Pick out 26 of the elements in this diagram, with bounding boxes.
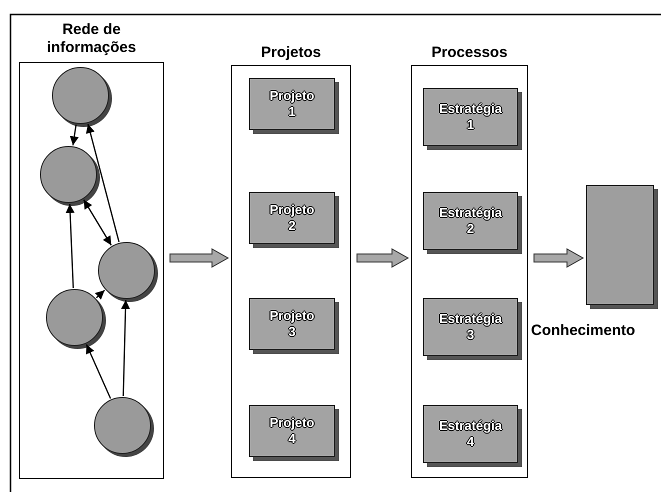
card-label: Estratégia 4	[439, 418, 502, 450]
card-label: Projeto 1	[270, 88, 314, 120]
panel-heading: Processos	[430, 44, 508, 62]
arrow	[66, 204, 75, 288]
arrow	[86, 124, 120, 242]
arrow	[121, 300, 130, 396]
arrow	[86, 344, 112, 399]
node-label: Conhecimento	[531, 322, 636, 340]
card-label: Estratégia 2	[439, 205, 502, 237]
card-label: Projeto 4	[270, 415, 314, 447]
network-node-circle	[46, 289, 103, 346]
arrow	[83, 199, 112, 246]
card-label: Estratégia 3	[439, 311, 502, 343]
block-arrow	[170, 248, 230, 268]
block-arrow	[356, 248, 410, 268]
network-node-circle	[94, 397, 151, 454]
network-node-circle	[40, 146, 97, 203]
card-label: Projeto 2	[270, 202, 314, 234]
card-label: Projeto 3	[270, 308, 314, 340]
panel-heading: Projetos	[260, 44, 322, 62]
network-node-circle	[98, 242, 155, 299]
card-label: Estratégia 1	[439, 101, 502, 133]
panel-heading: Rede de informações	[46, 21, 138, 57]
arrow	[70, 124, 79, 146]
arrow	[94, 290, 106, 300]
block-arrow	[534, 248, 584, 268]
